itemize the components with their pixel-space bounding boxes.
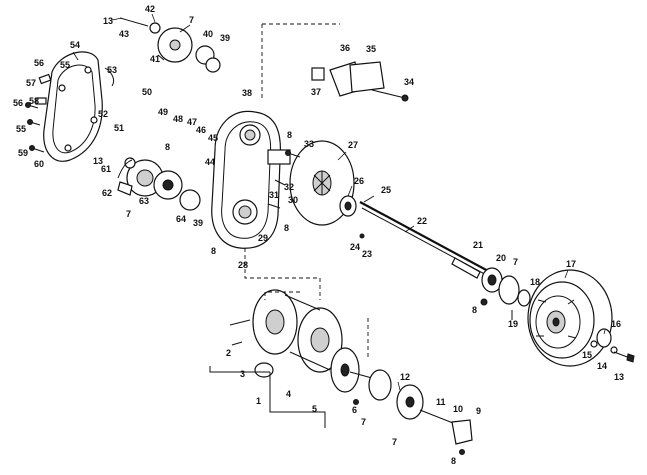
- callout-21: 21: [473, 240, 483, 250]
- callout-13c: 13: [614, 372, 624, 382]
- callout-49: 49: [158, 107, 168, 117]
- left-fasteners: [25, 67, 115, 153]
- callout-16: 16: [611, 319, 621, 329]
- callout-47: 47: [187, 117, 197, 127]
- callout-leaders: [72, 13, 606, 391]
- callout-59: 59: [18, 148, 28, 158]
- callout-64: 64: [176, 214, 186, 224]
- disc-bolts: [267, 150, 301, 209]
- chaincase-cover: [43, 51, 103, 162]
- callout-58: 58: [29, 96, 39, 106]
- callout-45: 45: [208, 133, 218, 143]
- callout-43: 43: [119, 29, 129, 39]
- callout-7c: 7: [513, 257, 518, 267]
- callout-32: 32: [284, 182, 294, 192]
- callout-15: 15: [582, 350, 592, 360]
- callout-4: 4: [286, 389, 291, 399]
- callout-56: 56: [34, 58, 44, 68]
- callout-1: 1: [256, 396, 261, 406]
- callout-10: 10: [453, 404, 463, 414]
- callout-51: 51: [114, 123, 124, 133]
- alignment-dashes: [244, 23, 369, 360]
- pulley-hardware: [590, 328, 635, 363]
- chaincase-housing: [211, 110, 291, 249]
- callout-7: 7: [189, 15, 194, 25]
- callout-22: 22: [417, 216, 427, 226]
- callout-40: 40: [203, 29, 213, 39]
- callout-33: 33: [304, 139, 314, 149]
- callout-52: 52: [98, 109, 108, 119]
- callout-24: 24: [350, 242, 360, 252]
- bracket-assembly: [311, 61, 409, 102]
- part-callouts: 1 2 3 4 5 6 7 8 9 10 11 12 13 14 15 16 1…: [13, 4, 624, 466]
- callout-34: 34: [404, 77, 414, 87]
- callout-11: 11: [436, 397, 446, 407]
- callout-39: 39: [220, 33, 230, 43]
- callout-53: 53: [107, 65, 117, 75]
- callout-38: 38: [242, 88, 252, 98]
- callout-26: 26: [354, 176, 364, 186]
- brake-disc: [289, 140, 357, 226]
- assembly-bracket-1: [209, 366, 326, 428]
- callout-41: 41: [150, 54, 160, 64]
- callout-31: 31: [269, 190, 279, 200]
- right-bearing-set: [480, 267, 531, 320]
- callout-18: 18: [530, 277, 540, 287]
- callout-19: 19: [508, 319, 518, 329]
- callout-5: 5: [312, 404, 317, 414]
- callout-13b: 13: [93, 156, 103, 166]
- callout-56b: 56: [13, 98, 23, 108]
- callout-36: 36: [340, 43, 350, 53]
- callout-27: 27: [348, 140, 358, 150]
- callout-8b: 8: [287, 130, 292, 140]
- callout-61: 61: [101, 164, 111, 174]
- callout-55b: 55: [16, 124, 26, 134]
- callout-29: 29: [258, 233, 268, 243]
- callout-54: 54: [70, 40, 80, 50]
- callout-48: 48: [173, 114, 183, 124]
- callout-30: 30: [288, 195, 298, 205]
- callout-14: 14: [597, 361, 607, 371]
- callout-20: 20: [496, 253, 506, 263]
- callout-6: 6: [352, 405, 357, 415]
- callout-3: 3: [240, 369, 245, 379]
- callout-8d: 8: [284, 223, 289, 233]
- callout-8c: 8: [165, 142, 170, 152]
- drive-shaft: [359, 195, 493, 279]
- callout-13: 13: [103, 16, 113, 26]
- callout-12: 12: [400, 372, 410, 382]
- callout-7b: 7: [126, 209, 131, 219]
- callout-60: 60: [34, 159, 44, 169]
- track-drive-assembly: [229, 289, 373, 393]
- callout-2: 2: [226, 348, 231, 358]
- callout-44: 44: [205, 157, 215, 167]
- callout-55: 55: [60, 60, 70, 70]
- top-flange-assembly: [119, 17, 221, 73]
- callout-62: 62: [102, 188, 112, 198]
- callout-7e: 7: [392, 437, 397, 447]
- callout-9: 9: [476, 406, 481, 416]
- callout-23: 23: [362, 249, 372, 259]
- callout-8e: 8: [472, 305, 477, 315]
- callout-28: 28: [238, 260, 248, 270]
- callout-63: 63: [139, 196, 149, 206]
- upper-sprocket-assembly: [117, 157, 201, 211]
- callout-50: 50: [142, 87, 152, 97]
- callout-17: 17: [566, 259, 576, 269]
- callout-42: 42: [145, 4, 155, 14]
- lower-bearing-set: [353, 369, 473, 455]
- callout-25: 25: [381, 185, 391, 195]
- callout-57: 57: [26, 78, 36, 88]
- callout-46: 46: [196, 125, 206, 135]
- driven-pulley: [527, 269, 613, 367]
- callout-8f: 8: [451, 456, 456, 466]
- callout-37: 37: [311, 87, 321, 97]
- callout-35: 35: [366, 44, 376, 54]
- callout-39b: 39: [193, 218, 203, 228]
- callout-8: 8: [211, 246, 216, 256]
- callout-7d: 7: [361, 417, 366, 427]
